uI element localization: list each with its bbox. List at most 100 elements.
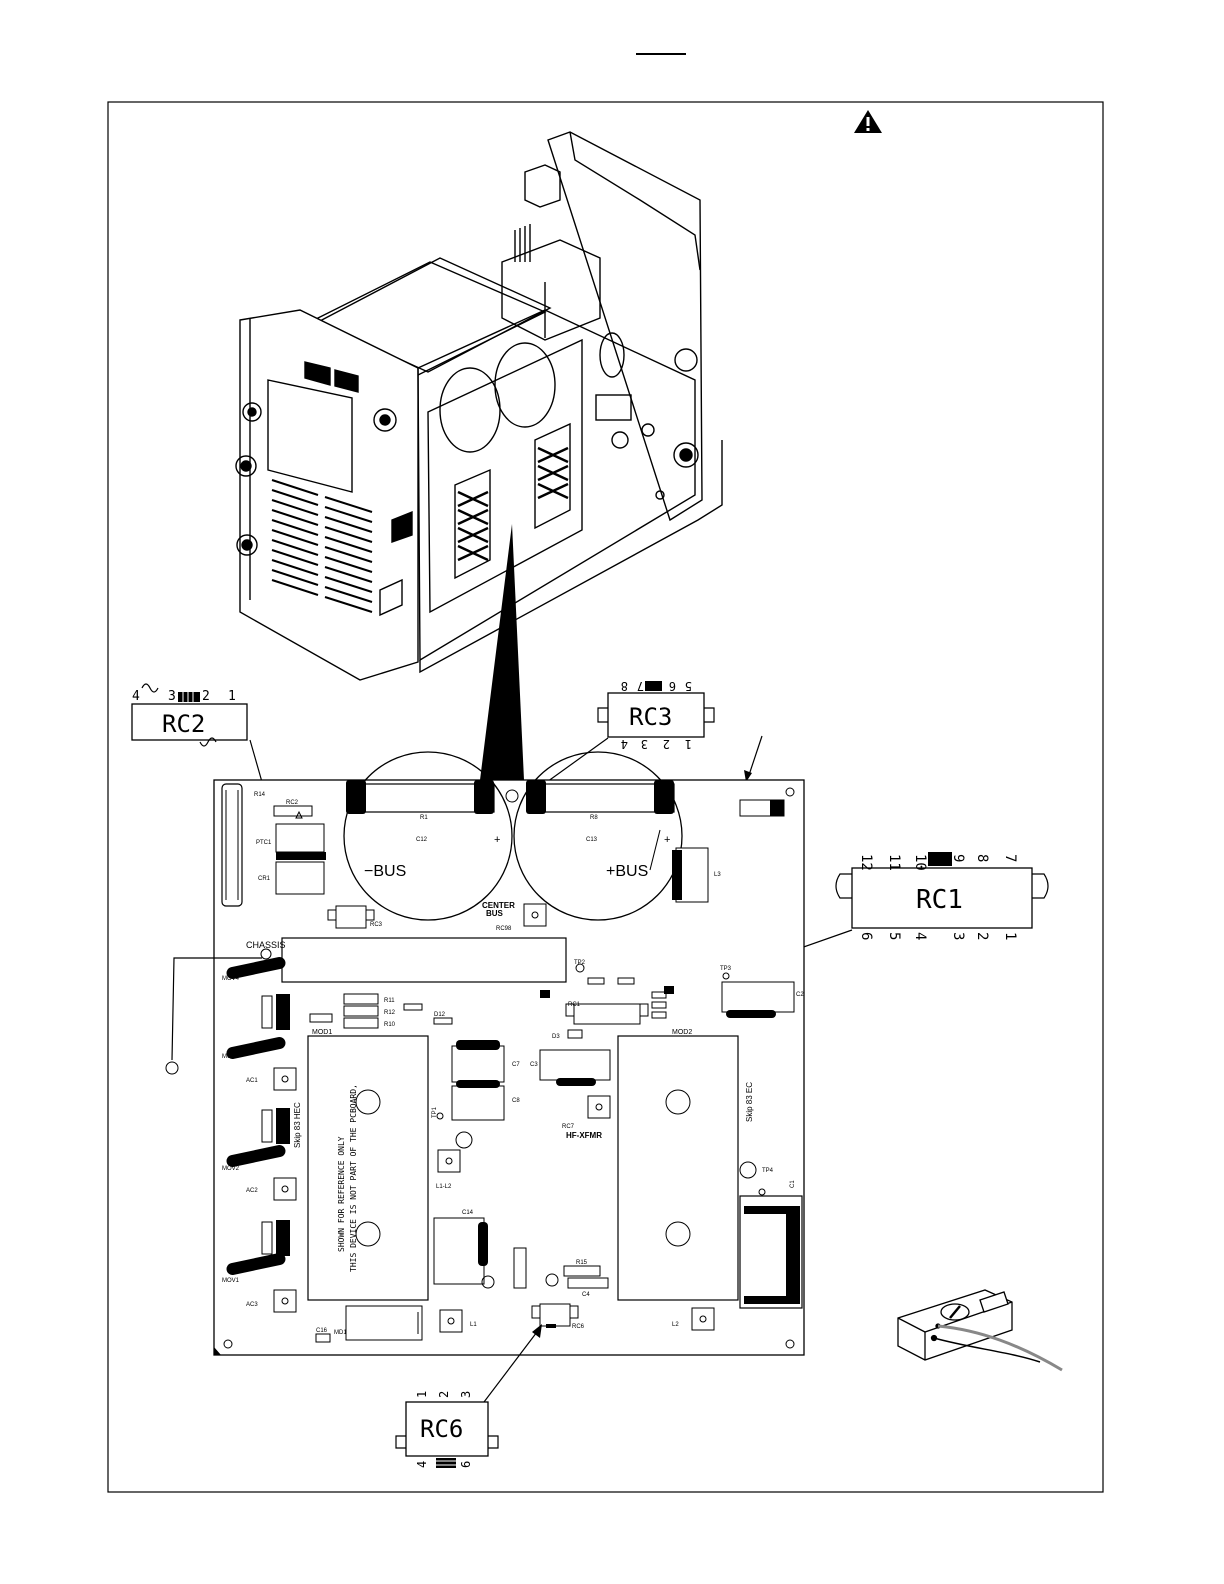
skip-hec-label: Skip 83 HEC <box>293 1102 302 1148</box>
rc6-pin-1: 1 <box>415 1391 429 1398</box>
multimeter-icon <box>897 1289 1063 1372</box>
rc6-connector: RC6 1 2 3 4 6 <box>395 1324 542 1468</box>
rc2-pin-1: 1 <box>228 689 236 704</box>
rc6-pin-2: 2 <box>437 1391 451 1398</box>
rc7-label: RC7 <box>562 1124 575 1130</box>
l1-l2-label: L1-L2 <box>436 1184 452 1190</box>
machine-illustration <box>235 131 723 681</box>
c2-label: C2 <box>796 992 804 998</box>
r1-label: R1 <box>420 815 428 821</box>
board-note-line-2: THIS DEVICE IS NOT PART OF THE PCBOARD, <box>349 1084 358 1272</box>
tp1-label: TP1 <box>432 1106 438 1118</box>
c8-label: C8 <box>512 1098 520 1104</box>
d12-label: D12 <box>434 1012 446 1018</box>
rc1-pin-6: 6 <box>858 932 874 940</box>
tp3-label: TP3 <box>720 966 732 972</box>
rc1-board-label: RC1 <box>568 1002 581 1008</box>
rc3-pin-4: 4 <box>621 737 628 751</box>
tp4-label: TP4 <box>762 1168 774 1174</box>
board-pointer <box>747 735 763 779</box>
rc2-label: RC2 <box>162 710 205 738</box>
rc1-pin-9: 9 <box>950 854 966 862</box>
rc3-connector: RC3 8 7 6 5 4 3 2 1 <box>371 679 715 909</box>
cr1-label: CR1 <box>258 876 271 882</box>
r11-label: R11 <box>384 998 395 1004</box>
rc1-pin-7: 7 <box>1002 854 1018 862</box>
r8-label: R8 <box>590 815 598 821</box>
mod2-label: MOD2 <box>672 1029 692 1036</box>
c4-label: C4 <box>582 1292 590 1298</box>
center-bus-label-1: CENTER <box>482 901 515 910</box>
figure-frame <box>107 101 1104 1493</box>
pc-board: −BUS +BUS + + CENTER BUS CHASSIS MOD1 MO… <box>165 751 805 1356</box>
rc3-pin-2: 2 <box>663 737 670 751</box>
rc2-pin-2: 2 <box>202 689 210 704</box>
md1-label: MD1 <box>334 1330 347 1336</box>
rc1-label: RC1 <box>916 885 963 915</box>
rc2-pin-3: 3 <box>168 689 176 704</box>
ptc1-label: PTC1 <box>256 840 272 846</box>
rc1-pin-5: 5 <box>886 932 902 940</box>
c16-label: C16 <box>316 1328 328 1334</box>
rc3-pin-3: 3 <box>641 737 648 751</box>
c1-label: C1 <box>790 1180 796 1188</box>
board-note-line-1: SHOWN FOR REFERENCE ONLY <box>337 1136 346 1252</box>
rc3-label: RC3 <box>629 703 672 731</box>
tp2-label: TP2 <box>574 960 586 966</box>
chassis-label: CHASSIS <box>246 940 286 950</box>
rc6-board-label: RC6 <box>572 1324 585 1330</box>
warning-triangle-icon <box>854 110 882 133</box>
mov3-label: MOV3 <box>222 1054 240 1060</box>
rc6-pin-4: 4 <box>415 1461 429 1468</box>
d3-label: D3 <box>552 1034 560 1040</box>
rc1-pin-2: 2 <box>974 932 990 940</box>
ac3-label: AC3 <box>246 1302 258 1308</box>
rc98-label: RC98 <box>496 926 512 932</box>
rc3-board-label: RC3 <box>370 922 383 928</box>
c12-label: C12 <box>416 837 428 843</box>
svg-text:+: + <box>664 834 670 846</box>
bus-minus-label: −BUS <box>364 863 406 880</box>
center-bus-label-2: BUS <box>486 909 504 918</box>
r10-label: R10 <box>384 1022 396 1028</box>
l1-label: L1 <box>470 1322 477 1328</box>
rc2-connector: RC2 4 3 2 1 <box>131 683 271 811</box>
rc3-pin-1: 1 <box>685 737 692 751</box>
rc3-pin-5: 5 <box>685 679 692 693</box>
ac2-label: AC2 <box>246 1188 258 1194</box>
rc1-pin-10: 10 <box>912 854 928 871</box>
ac1-label: AC1 <box>246 1078 258 1084</box>
rc6-label: RC6 <box>420 1415 463 1443</box>
mod1-label: MOD1 <box>312 1029 332 1036</box>
rc3-pin-8: 8 <box>621 679 628 693</box>
c13-label: C13 <box>586 837 598 843</box>
rc1-pin-11: 11 <box>886 854 902 871</box>
r15-label: R15 <box>576 1260 588 1266</box>
mov2-label: MOV2 <box>222 1166 240 1172</box>
rc6-pin-6: 6 <box>459 1461 473 1468</box>
rc2-board-label: RC2 <box>286 800 299 806</box>
mov4-label: MOV4 <box>222 976 240 982</box>
rc1-pin-3: 3 <box>950 932 966 940</box>
bus-plus-label: +BUS <box>606 863 648 880</box>
mov1-label: MOV1 <box>222 1278 240 1284</box>
c14-label: C14 <box>462 1210 474 1216</box>
rc1-pin-12: 12 <box>858 854 874 871</box>
rc1-pin-4: 4 <box>912 932 928 940</box>
rc2-pin-4: 4 <box>132 689 140 704</box>
rc6-pin-3: 3 <box>459 1391 473 1398</box>
skip-ec-label: Skip 83 EC <box>745 1082 754 1122</box>
callout-wedge <box>480 524 524 780</box>
l3-label: L3 <box>714 872 721 878</box>
c3-label: C3 <box>530 1062 538 1068</box>
r14-label: R14 <box>254 792 266 798</box>
rc1-pin-1: 1 <box>1002 932 1018 940</box>
hf-xfmr-label: HF-XFMR <box>566 1131 602 1140</box>
rc1-pin-8: 8 <box>974 854 990 862</box>
l2-label: L2 <box>672 1322 679 1328</box>
c7-label: C7 <box>512 1062 520 1068</box>
rc3-pin-6: 6 <box>669 679 676 693</box>
svg-text:+: + <box>494 834 500 846</box>
rc3-pin-7: 7 <box>637 679 644 693</box>
